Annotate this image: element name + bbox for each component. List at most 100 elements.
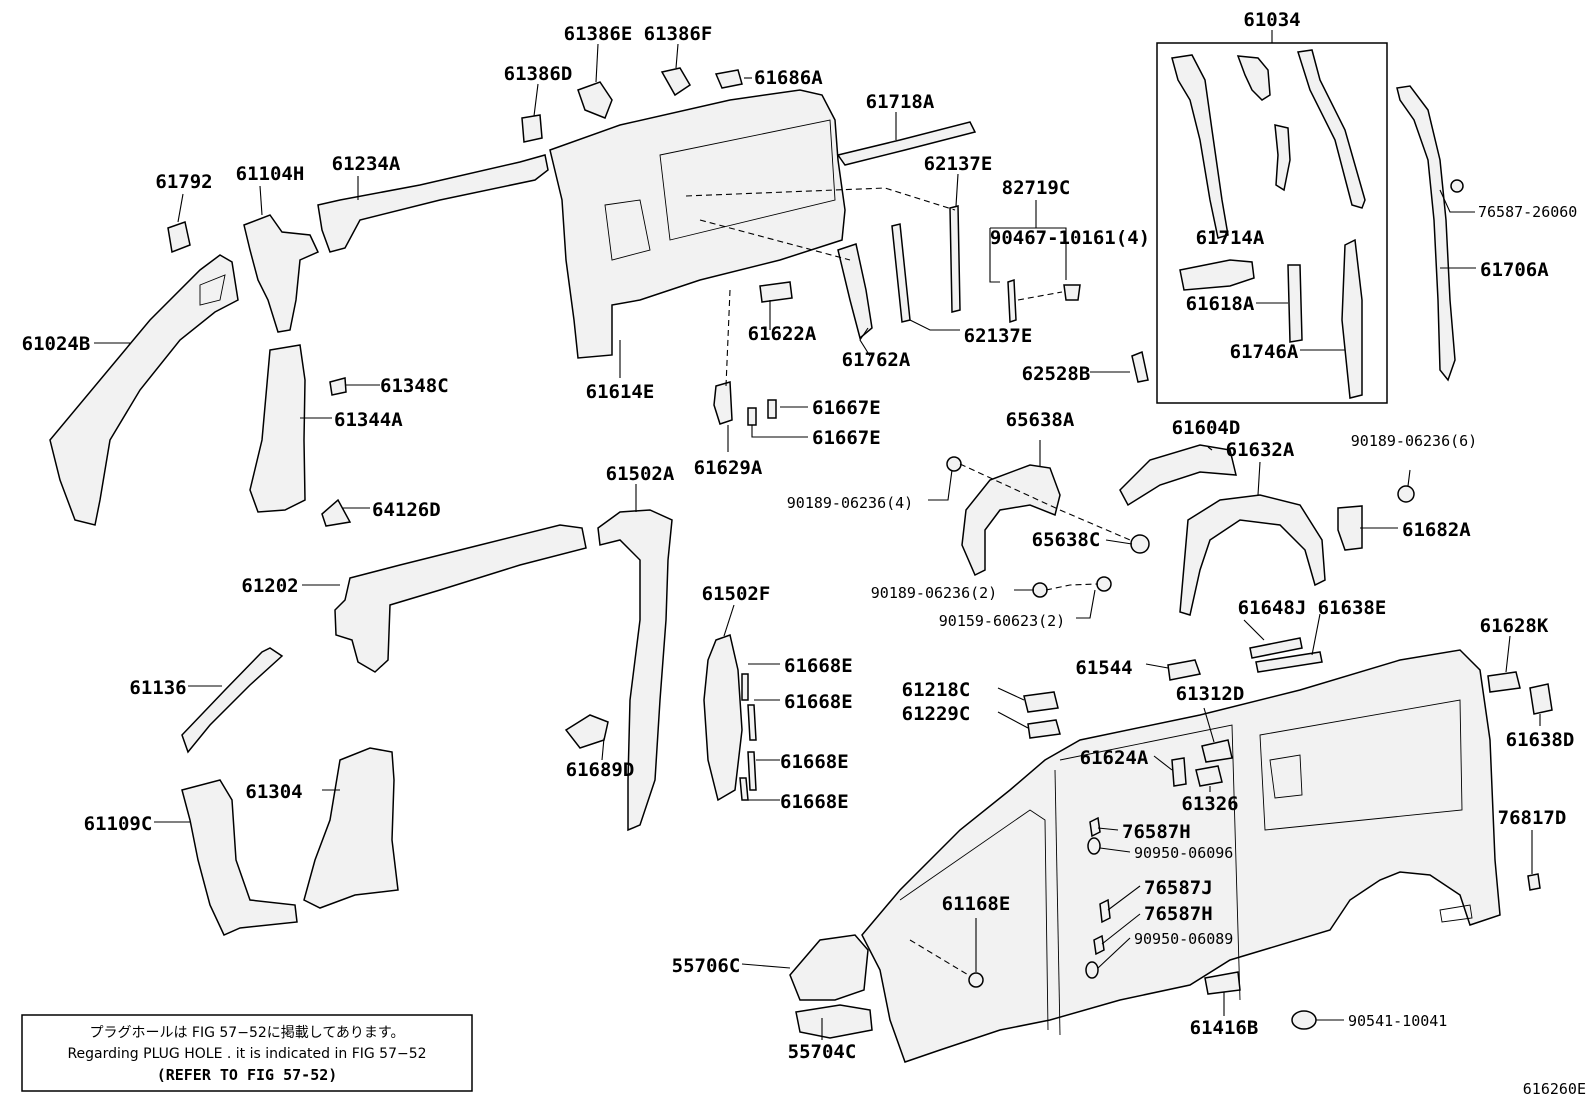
label-76587H-b: 76587H <box>1144 903 1213 925</box>
part-61604D <box>1119 444 1237 507</box>
label-62137E-b: 62137E <box>964 325 1033 347</box>
label-61136: 61136 <box>129 677 186 699</box>
label-82719C: 82719C <box>1002 177 1071 199</box>
label-61344A: 61344A <box>334 409 403 431</box>
part-61624A <box>1171 757 1187 787</box>
label-55706C: 55706C <box>672 955 741 977</box>
label-61304: 61304 <box>245 781 302 803</box>
label-61682A: 61682A <box>1402 519 1471 541</box>
part-61229C <box>1027 719 1061 739</box>
label-61618A: 61618A <box>1186 293 1255 315</box>
label-61416B: 61416B <box>1190 1017 1259 1039</box>
part-61024B <box>49 254 239 526</box>
label-76587-26060: 76587-26060 <box>1478 203 1577 221</box>
part-van-body-outline <box>861 649 1501 1063</box>
part-90159-60623-2-bolt <box>1096 576 1112 592</box>
label-90189-06236-4: 90189-06236(4) <box>787 494 913 512</box>
label-61689D: 61689D <box>566 759 635 781</box>
label-61667E-b: 61667E <box>812 427 881 449</box>
label-65638C: 65638C <box>1032 529 1101 551</box>
label-76587J: 76587J <box>1144 877 1213 899</box>
part-61348C <box>329 377 347 396</box>
label-61024B: 61024B <box>22 333 91 355</box>
part-61714A <box>1179 259 1255 291</box>
part-76817D <box>1527 873 1541 891</box>
label-61229C: 61229C <box>902 703 971 725</box>
part-90467-10161-clip <box>1063 284 1081 301</box>
label-61668E-c: 61668E <box>780 751 849 773</box>
part-61344A <box>249 344 306 513</box>
label-61762A: 61762A <box>842 349 911 371</box>
label-61109C: 61109C <box>84 813 153 835</box>
part-61386D <box>521 114 543 143</box>
label-61202: 61202 <box>241 575 298 597</box>
part-61667E-b <box>747 407 757 426</box>
part-61622A <box>759 281 793 303</box>
label-61326: 61326 <box>1181 793 1238 815</box>
label-61667E-a: 61667E <box>812 397 881 419</box>
label-61386D: 61386D <box>504 63 573 85</box>
label-61686A: 61686A <box>754 67 823 89</box>
part-61686A <box>714 69 743 89</box>
label-61714A: 61714A <box>1196 227 1265 249</box>
part-61234A <box>317 154 549 253</box>
part-61034-pillar-b <box>1297 49 1366 209</box>
label-61386F: 61386F <box>644 23 713 45</box>
label-61614E: 61614E <box>586 381 655 403</box>
part-61386F <box>660 67 692 97</box>
part-61544 <box>1167 659 1201 681</box>
label-61604D: 61604D <box>1172 417 1241 439</box>
part-62137E-a <box>949 205 961 313</box>
label-61034: 61034 <box>1243 9 1300 31</box>
part-61104H <box>243 214 320 333</box>
label-61792: 61792 <box>155 171 212 193</box>
part-61136 <box>181 647 284 754</box>
label-90159-60623-2: 90159-60623(2) <box>939 612 1065 630</box>
figure-id: 616260E <box>1523 1080 1586 1098</box>
part-76587H-b <box>1093 934 1105 956</box>
label-76587H-a: 76587H <box>1122 821 1191 843</box>
label-61638D: 61638D <box>1506 729 1575 751</box>
part-61648J <box>1249 637 1303 659</box>
part-90189-06236-4-clip <box>946 456 962 472</box>
part-90189-06236-6-clip <box>1397 485 1415 503</box>
note-line-english: Regarding PLUG HOLE . it is indicated in… <box>67 1046 426 1062</box>
label-61218C: 61218C <box>902 679 971 701</box>
part-62137E-b <box>891 223 911 323</box>
part-61689D <box>564 714 609 749</box>
part-64126D <box>321 498 352 527</box>
part-61034-pillar-a <box>1171 54 1229 239</box>
note-box <box>21 1014 473 1092</box>
label-61168E: 61168E <box>942 893 1011 915</box>
label-61104H: 61104H <box>236 163 305 185</box>
part-61668E-d <box>739 777 749 801</box>
part-61628K <box>1487 671 1521 693</box>
label-90467-10161: 90467-10161(4) <box>990 227 1150 249</box>
part-61667E-a <box>767 399 777 419</box>
part-61202 <box>334 524 587 673</box>
label-61629A: 61629A <box>694 457 763 479</box>
part-61326 <box>1195 765 1223 787</box>
label-61544: 61544 <box>1075 657 1132 679</box>
label-61668E-b: 61668E <box>784 691 853 713</box>
label-65638A: 65638A <box>1006 409 1075 431</box>
note-line-refer: (REFER TO FIG 57-52) <box>157 1066 338 1084</box>
part-61416B <box>1204 971 1241 995</box>
part-61312D <box>1201 739 1233 763</box>
part-61706A <box>1396 85 1456 382</box>
part-62528B <box>1131 350 1149 383</box>
label-61622A: 61622A <box>748 323 817 345</box>
part-61034-bracket <box>1236 55 1271 101</box>
part-61618A <box>1287 264 1303 343</box>
part-61718A <box>836 121 977 166</box>
part-90950-06096 <box>1087 837 1101 855</box>
part-61109C <box>181 779 298 936</box>
label-61234A: 61234A <box>332 153 401 175</box>
label-90541-10041: 90541-10041 <box>1348 1012 1447 1030</box>
part-76587-26060 <box>1450 179 1464 193</box>
part-55706C <box>789 934 869 1001</box>
part-61638E <box>1255 651 1323 673</box>
label-90950-06096: 90950-06096 <box>1134 844 1233 862</box>
label-64126D: 64126D <box>372 499 441 521</box>
